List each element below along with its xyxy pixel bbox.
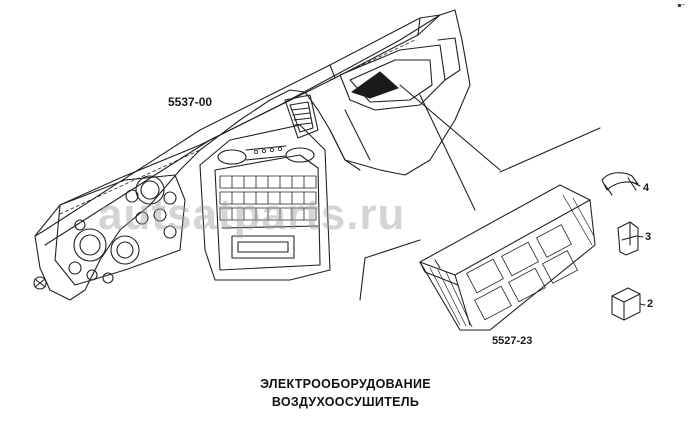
caption-line-2: ВОЗДУХООСУШИТЕЛЬ (271, 395, 420, 409)
item-number-4: 4 (643, 182, 650, 194)
dashboard-code-label: 5537-00 (168, 95, 213, 109)
leader-lines (359, 84, 601, 301)
air-dryer-unit (419, 184, 596, 331)
unit-code-label: 5527-23 (492, 335, 533, 347)
item-number-3: 3 (645, 231, 652, 243)
dashboard-drawing (33, 9, 471, 301)
part-4-clip (601, 172, 639, 196)
part-2-relay (611, 287, 641, 321)
item-number-2: 2 (647, 298, 654, 310)
part-3-bracket (617, 221, 639, 256)
watermark: autsatparts.ru (98, 190, 406, 239)
caption-line-1: ЭЛЕКТРООБОРУДОВАНИЕ (260, 377, 431, 391)
corner-mark: ▪─ (677, 2, 685, 9)
